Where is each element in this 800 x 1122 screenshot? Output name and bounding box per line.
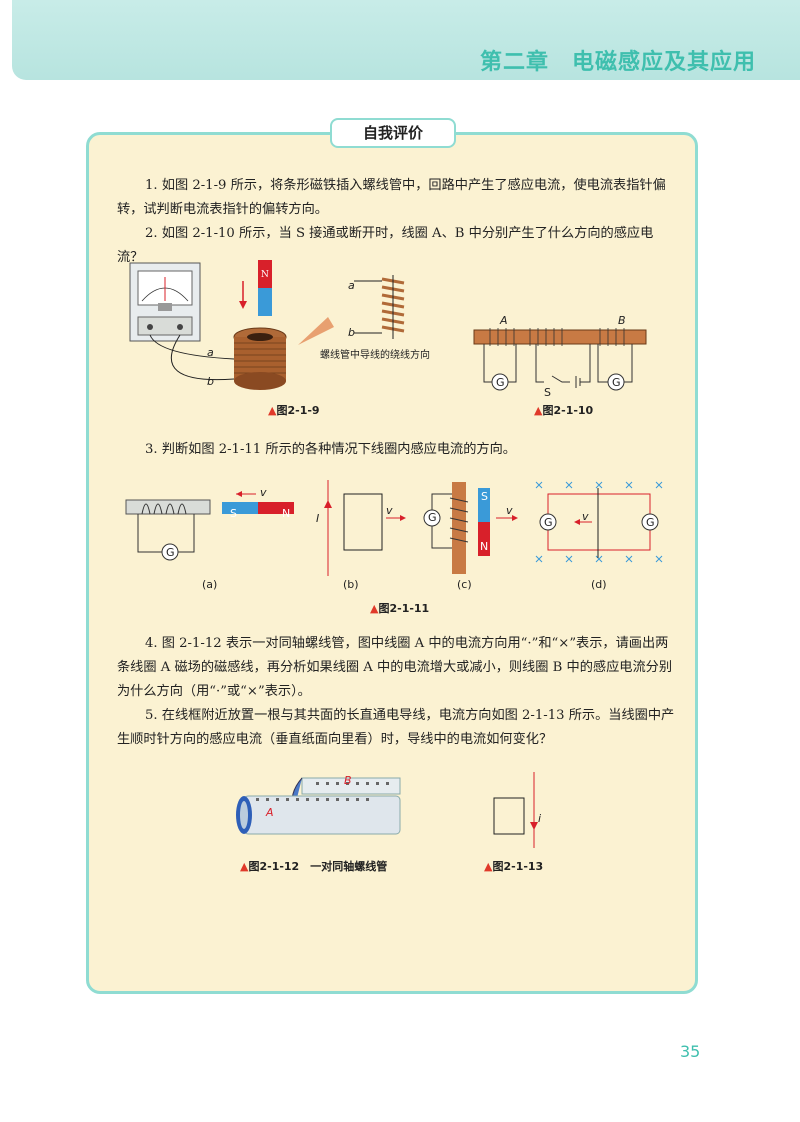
question-5: 5. 在线框附近放置一根与其共面的长直通电导线，电流方向如图 2-1-13 所示… [117,708,675,747]
figure-2-1-11c [423,482,518,574]
question-2: 2. 如图 2-1-10 所示，当 S 接通或断开时，线圈 A、B 中分别产生了… [117,226,654,265]
fig11-sub-b: (b) [343,578,359,591]
fig11-sub-d: (d) [591,578,607,591]
section-title: 自我评价 [330,118,456,148]
fig11-sub-a: (a) [202,578,218,591]
fig10-label-b: B [618,314,626,327]
fig9-caption: ▲图2-1-9 [268,404,320,417]
figure-2-1-11d [535,481,663,563]
fig13-label-i: i [538,812,542,825]
figure-2-1-11a [125,491,294,561]
fig13-caption: ▲图2-1-13 [484,860,544,873]
fig10-caption: ▲图2-1-10 [534,404,594,417]
fig11a-magnet-n: N [282,507,291,520]
fig11c-v: v [506,504,513,517]
fig12-label-b: B [344,774,352,787]
fig11d-meter-2: G [646,516,655,529]
question-4: 4. 图 2-1-12 表示一对同轴螺线管，图中线圈 A 中的电流方向用“·”和… [117,636,673,699]
fig10-label-a: A [500,314,508,327]
fig12-label-a: A [266,806,274,819]
fig11d-v: v [582,510,589,523]
figure-2-1-12 [236,777,401,835]
figure-2-1-13 [493,772,538,848]
magnet-n-label: N [261,270,269,280]
fig11b-v: v [386,504,393,517]
fig9-wire-label-a: a [207,346,214,359]
fig12-caption: ▲图2-1-12 一对同轴螺线管 [240,860,388,873]
fig11-sub-c: (c) [457,578,472,591]
fig11-caption: ▲图2-1-11 [370,602,430,615]
fig11b-current-i: I [316,512,320,525]
figure-2-1-10 [473,328,647,391]
page-number: 35 [680,1042,701,1061]
question-1: 1. 如图 2-1-9 所示，将条形磁铁插入螺线管中，回路中产生了感应电流，使电… [117,178,666,217]
chapter-title: 第二章 电磁感应及其应用 [479,50,756,75]
fig11c-magnet-n: N [480,540,489,553]
fig10-switch-label: S [544,386,551,399]
figure-2-1-9: N [129,260,405,390]
fig9-wire-label-b: b [207,375,214,388]
question-3: 3. 判断如图 2-1-11 所示的各种情况下线圈内感应电流的方向。 [145,442,516,457]
header-band [12,0,800,80]
fig10-meter-g2: G [612,376,621,389]
fig11c-magnet-s: S [481,490,488,503]
fig11a-magnet-s: S [230,507,237,520]
fig11c-meter: G [428,511,437,524]
fig9-winding-label: 螺线管中导线的绕线方向 [320,350,430,361]
fig10-meter-g1: G [496,376,505,389]
fig11a-v: v [260,486,267,499]
fig9-label-a: a [348,279,355,292]
fig11d-meter-1: G [544,516,553,529]
fig9-label-b: b [348,326,355,339]
figure-2-1-11b [324,480,406,576]
fig11a-meter: G [166,546,175,559]
